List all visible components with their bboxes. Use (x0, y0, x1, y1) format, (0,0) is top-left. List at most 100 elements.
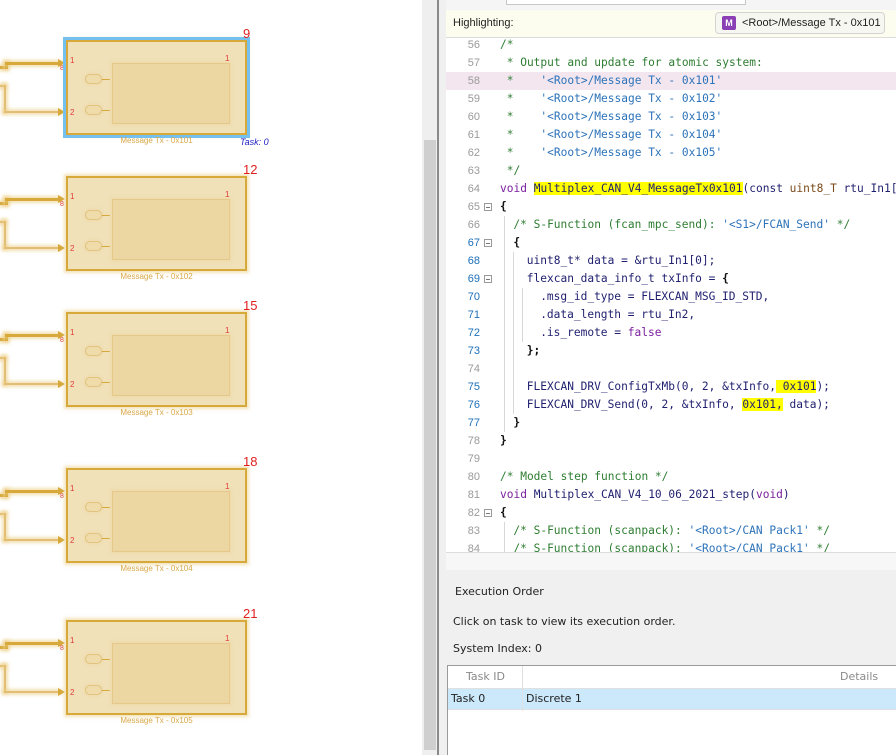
code-line[interactable]: 77} (446, 414, 896, 432)
code-line[interactable]: 82{ (446, 504, 896, 522)
code-line[interactable]: 83/* S-Function (scanpack): '<Root>/CAN … (446, 522, 896, 540)
signal-line[interactable] (0, 665, 5, 667)
inport-block[interactable] (85, 74, 102, 84)
line-number[interactable]: 72 (467, 327, 480, 339)
block-name-label[interactable]: Message Tx - 0x103 (120, 408, 193, 417)
block-name-label[interactable]: Message Tx - 0x105 (120, 716, 193, 725)
line-number[interactable]: 76 (467, 399, 480, 411)
inport-block[interactable] (85, 346, 102, 356)
code-line[interactable]: 70.msg_id_type = FLEXCAN_MSG_ID_STD, (446, 288, 896, 306)
line-number[interactable]: 77 (467, 417, 480, 429)
code-line[interactable]: 79 (446, 450, 896, 468)
signal-line[interactable] (0, 221, 5, 223)
signal-line[interactable] (4, 691, 60, 693)
block-name-label[interactable]: Message Tx - 0x102 (120, 272, 193, 281)
signal-line[interactable] (4, 221, 6, 248)
signal-line[interactable] (5, 490, 8, 497)
signal-line[interactable] (0, 357, 5, 359)
task-row[interactable]: Task 0 Discrete 1 (448, 688, 896, 710)
signal-line[interactable] (4, 539, 60, 541)
fold-collapse-icon[interactable] (484, 239, 492, 247)
signal-line[interactable] (0, 646, 6, 649)
line-number[interactable]: 68 (467, 255, 480, 267)
s-function-block[interactable] (112, 63, 230, 124)
code-line[interactable]: 78} (446, 432, 896, 450)
code-line[interactable]: 61 * '<Root>/Message Tx - 0x104' (446, 126, 896, 144)
signal-line[interactable] (5, 642, 60, 645)
signal-line[interactable] (4, 85, 6, 112)
fold-collapse-icon[interactable] (484, 203, 492, 211)
signal-line[interactable] (5, 490, 60, 493)
code-line[interactable]: 62 * '<Root>/Message Tx - 0x105' (446, 144, 896, 162)
block-name-label[interactable]: Message Tx - 0x104 (120, 564, 193, 573)
signal-line[interactable] (0, 494, 6, 497)
column-header-task-id[interactable]: Task ID (466, 670, 505, 683)
code-line[interactable]: 67{ (446, 234, 896, 252)
code-line[interactable]: 84/* S-Function (scanpack): '<Root>/CAN … (446, 540, 896, 552)
code-line[interactable]: 72.is_remote = false (446, 324, 896, 342)
signal-line[interactable] (4, 665, 6, 692)
s-function-block[interactable] (112, 199, 230, 260)
signal-line[interactable] (0, 338, 6, 341)
code-line[interactable]: 80/* Model step function */ (446, 468, 896, 486)
code-line[interactable]: 65{ (446, 198, 896, 216)
signal-line[interactable] (0, 513, 5, 515)
code-line[interactable]: 57 * Output and update for atomic system… (446, 54, 896, 72)
code-line[interactable]: 58 * '<Root>/Message Tx - 0x101' (446, 72, 896, 90)
signal-line[interactable] (5, 334, 8, 341)
signal-line[interactable] (5, 198, 60, 201)
highlighted-block-chip[interactable]: M <Root>/Message Tx - 0x101 (715, 12, 885, 34)
line-number[interactable]: 69 (467, 273, 480, 285)
inport-block[interactable] (85, 502, 102, 512)
inport-block[interactable] (85, 654, 102, 664)
code-line[interactable]: 74 (446, 360, 896, 378)
signal-line[interactable] (0, 66, 6, 69)
inport-block[interactable] (85, 685, 102, 695)
canvas-scrollbar-thumb[interactable] (424, 140, 436, 750)
signal-line[interactable] (4, 513, 6, 540)
signal-line[interactable] (5, 334, 60, 337)
inport-block[interactable] (85, 241, 102, 251)
signal-line[interactable] (5, 62, 60, 65)
code-line[interactable]: 59 * '<Root>/Message Tx - 0x102' (446, 90, 896, 108)
code-view[interactable]: 56/*57 * Output and update for atomic sy… (446, 38, 896, 552)
s-function-block[interactable] (112, 491, 230, 552)
inport-block[interactable] (85, 105, 102, 115)
signal-line[interactable] (4, 111, 60, 113)
inport-block[interactable] (85, 377, 102, 387)
signal-line[interactable] (4, 357, 6, 384)
code-line[interactable]: 60 * '<Root>/Message Tx - 0x103' (446, 108, 896, 126)
signal-line[interactable] (0, 202, 6, 205)
code-line[interactable]: 66/* S-Function (fcan_mpc_send): '<S1>/F… (446, 216, 896, 234)
line-number[interactable]: 73 (467, 345, 480, 357)
inport-block[interactable] (85, 210, 102, 220)
code-line[interactable]: 71.data_length = rtu_In2, (446, 306, 896, 324)
panel-splitter[interactable] (437, 0, 439, 755)
block-name-label[interactable]: Message Tx - 0x101 (120, 136, 193, 145)
fold-collapse-icon[interactable] (484, 275, 492, 283)
code-search-field[interactable] (506, 0, 746, 5)
signal-line[interactable] (5, 62, 8, 69)
signal-line[interactable] (0, 85, 5, 87)
line-number[interactable]: 70 (467, 291, 480, 303)
code-line[interactable]: 56/* (446, 38, 896, 54)
line-number[interactable]: 71 (467, 309, 480, 321)
signal-line[interactable] (4, 383, 60, 385)
s-function-block[interactable] (112, 643, 230, 704)
line-number[interactable]: 75 (467, 381, 480, 393)
signal-line[interactable] (5, 198, 8, 205)
column-header-details[interactable]: Details (840, 670, 879, 683)
signal-line[interactable] (5, 642, 8, 649)
